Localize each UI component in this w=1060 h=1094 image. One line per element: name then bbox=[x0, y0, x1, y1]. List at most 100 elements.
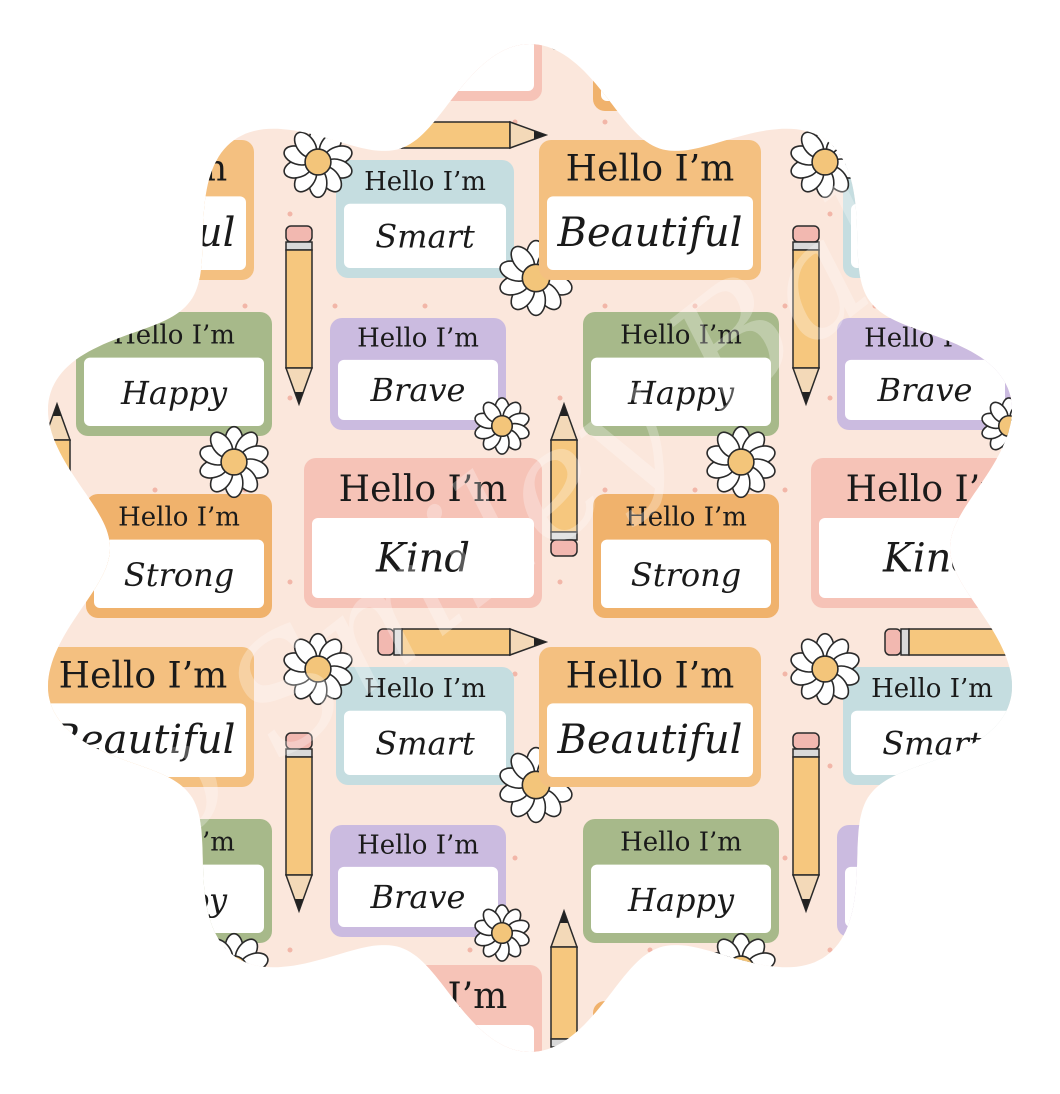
daisy-icon bbox=[48, 245, 66, 311]
speckle-dot bbox=[288, 28, 293, 33]
speckle-dot bbox=[152, 855, 158, 861]
speckle-dot bbox=[557, 579, 563, 585]
daisy-icon bbox=[1006, 767, 1012, 803]
name-tag-word: Brave bbox=[370, 371, 466, 409]
speckle-dot bbox=[287, 395, 293, 401]
speckle-dot bbox=[782, 671, 788, 677]
name-tag-greeting: Hello I’m bbox=[625, 503, 747, 533]
pencil-icon bbox=[549, 401, 579, 557]
speckle-dot bbox=[287, 947, 293, 953]
name-tag-label-area bbox=[338, 359, 498, 420]
pencil-icon bbox=[550, 44, 578, 50]
name-tag-greeting: Hello I’m bbox=[339, 469, 508, 510]
speckle-dot bbox=[1053, 120, 1058, 125]
name-tag-label-area bbox=[94, 1046, 264, 1052]
name-tag-greeting: Hello I’m bbox=[59, 148, 228, 189]
speckle-dot bbox=[422, 303, 428, 309]
name-tag-greeting: Hello I’m bbox=[846, 0, 1015, 3]
speckle-dot bbox=[332, 119, 338, 125]
daisy-icon bbox=[283, 125, 353, 199]
name-tag-word: Strong bbox=[631, 1063, 741, 1094]
daisy-icon bbox=[706, 425, 776, 499]
speckle-dot bbox=[872, 1039, 878, 1045]
speckle-dot bbox=[1007, 579, 1012, 585]
name-tag-word: Smart bbox=[375, 725, 475, 763]
speckle-dot bbox=[152, 1039, 158, 1045]
name-tag-frame bbox=[86, 1001, 272, 1052]
name-tag-greeting: Hello I’m bbox=[364, 167, 486, 197]
speckle-dot bbox=[62, 303, 68, 309]
name-tag-word: Kind bbox=[375, 29, 470, 75]
daisy-icon bbox=[0, 398, 24, 454]
daisy-icon bbox=[0, 905, 24, 961]
speckle-dot bbox=[467, 947, 473, 953]
name-tag-word: Happy bbox=[120, 881, 228, 919]
speckle-dot bbox=[1007, 947, 1012, 953]
name-tag-word: Happy bbox=[627, 881, 735, 919]
name-tag-greeting: Hello I’m bbox=[566, 655, 735, 696]
name-tag-label-area bbox=[0, 11, 27, 91]
speckle-dot bbox=[152, 487, 158, 493]
pencil-icon bbox=[48, 44, 71, 50]
pencil-icon bbox=[884, 628, 1012, 656]
speckle-dot bbox=[1053, 304, 1058, 309]
name-tag-word: Strong bbox=[124, 1063, 234, 1094]
name-tag-label-area bbox=[84, 864, 264, 933]
speckle-dot bbox=[287, 211, 293, 217]
name-tag-label-area bbox=[312, 518, 534, 598]
name-tag-label-area bbox=[547, 703, 753, 777]
speckle-dot bbox=[692, 119, 698, 125]
pencil-icon bbox=[791, 732, 821, 914]
speckle-dot bbox=[1053, 672, 1058, 677]
name-tag-label-area bbox=[851, 203, 1012, 268]
name-tag-word: Strong bbox=[631, 556, 741, 594]
name-tag-label-area bbox=[0, 518, 27, 598]
speckle-dot bbox=[198, 28, 203, 33]
name-tag-word: Kind bbox=[375, 1043, 470, 1089]
speckle-dot bbox=[692, 303, 698, 309]
daisy-icon bbox=[981, 904, 1012, 962]
name-tag-word: Happy bbox=[627, 374, 735, 412]
speckle-dot bbox=[782, 119, 788, 125]
name-tag-word: Strong bbox=[124, 556, 234, 594]
name-tag-word: Beautiful bbox=[50, 210, 236, 256]
name-tag-frame bbox=[0, 965, 35, 1094]
name-tag-word: Happy bbox=[120, 374, 228, 412]
name-tag-greeting: Hello I’m bbox=[625, 1010, 747, 1040]
name-tag-label-area bbox=[344, 710, 506, 775]
speckle-dot bbox=[1008, 28, 1013, 33]
name-tag-frame bbox=[811, 44, 1012, 101]
name-tag-label-area bbox=[312, 1025, 534, 1052]
speckle-dot bbox=[242, 119, 248, 125]
speckle-dot bbox=[917, 211, 923, 217]
speckle-dot bbox=[782, 855, 788, 861]
name-tag-greeting: Hello I’m bbox=[357, 831, 479, 861]
speckle-dot bbox=[377, 947, 383, 953]
speckle-dot bbox=[332, 1039, 338, 1045]
name-tag-greeting: Hello I’m bbox=[846, 469, 1015, 510]
name-tag-label-area bbox=[338, 866, 498, 927]
name-tag-label-area bbox=[84, 357, 264, 426]
pencil-icon bbox=[884, 121, 1012, 149]
name-tag-greeting: Hello I’m bbox=[118, 0, 240, 26]
name-tag-label-area bbox=[601, 1046, 771, 1052]
speckle-dot bbox=[872, 855, 878, 861]
name-tag-word: Beautiful bbox=[557, 717, 743, 763]
speckle-dot bbox=[602, 303, 608, 309]
speckle-dot bbox=[18, 28, 23, 33]
speckle-dot bbox=[108, 28, 113, 33]
speckle-dot bbox=[962, 303, 968, 309]
speckle-dot bbox=[18, 948, 23, 953]
name-tag-greeting: Hello I’m bbox=[625, 0, 747, 26]
name-tag-label-area bbox=[591, 864, 771, 933]
daisy-icon bbox=[199, 425, 269, 499]
